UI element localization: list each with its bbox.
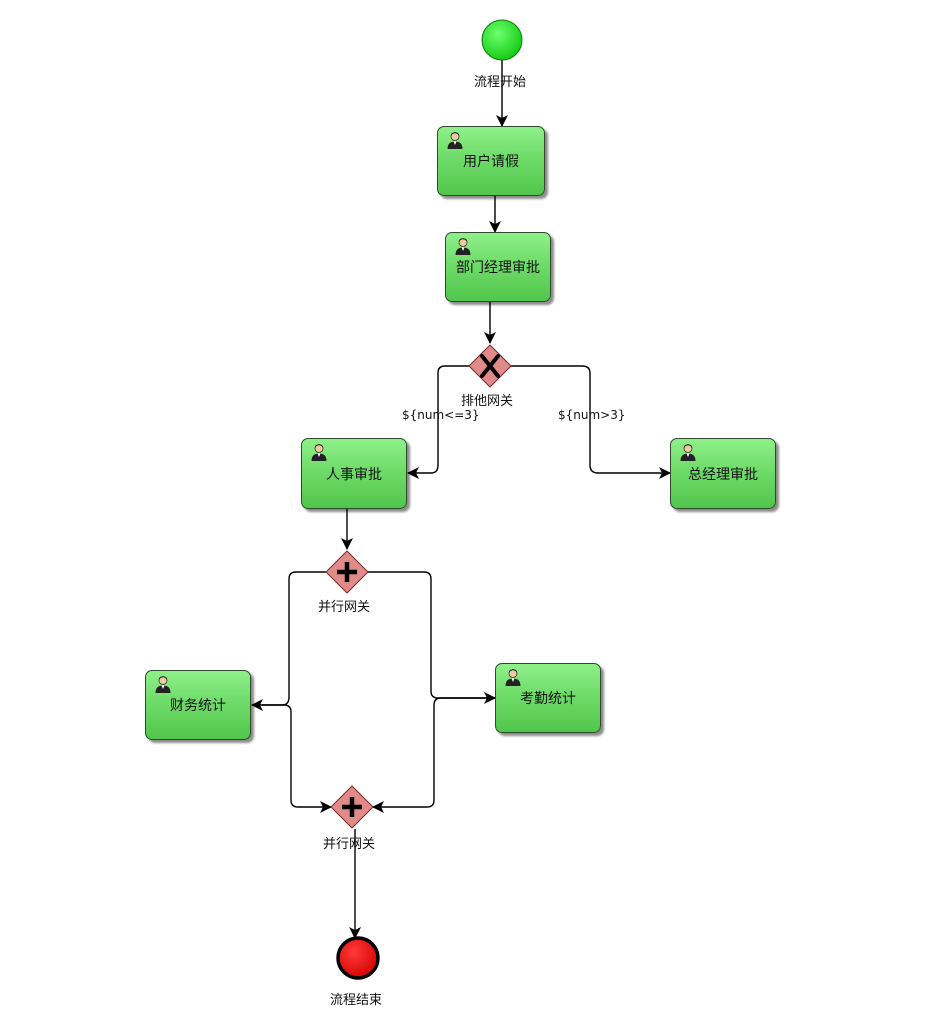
task-general-manager-approval[interactable]: 总经理审批: [670, 438, 776, 509]
parallel-split-gateway[interactable]: [325, 550, 369, 594]
user-icon: [155, 676, 171, 693]
task-finance-statistics[interactable]: 财务统计: [145, 670, 251, 740]
user-icon: [680, 444, 696, 461]
condition-label-hr: ${num<=3}: [402, 408, 480, 422]
task-label: 人事审批: [326, 466, 382, 483]
exclusive-gateway[interactable]: [468, 344, 512, 388]
task-label: 财务统计: [170, 698, 226, 714]
task-label: 考勤统计: [520, 691, 576, 707]
plus-icon: [342, 797, 362, 817]
flow-exclusive-to-gm: [510, 365, 671, 479]
flow-finance-to-join: [262, 704, 332, 813]
condition-label-gm: ${num>3}: [558, 408, 626, 422]
user-icon: [505, 669, 521, 686]
end-event-label: 流程结束: [330, 993, 383, 1008]
flow-split-to-attendance: [367, 571, 496, 704]
x-icon: [480, 354, 500, 378]
parallel-split-gateway-label: 并行网关: [318, 600, 371, 615]
user-icon: [447, 132, 463, 149]
start-event-label: 流程开始: [474, 75, 527, 90]
start-event[interactable]: [481, 19, 523, 61]
task-attendance-statistics[interactable]: 考勤统计: [495, 663, 601, 733]
plus-icon: [337, 562, 357, 582]
parallel-join-gateway-label: 并行网关: [323, 837, 376, 852]
user-icon: [455, 238, 471, 255]
end-event[interactable]: [336, 936, 380, 980]
task-dept-manager-approval[interactable]: 部门经理审批: [445, 232, 551, 302]
task-label: 部门经理审批: [456, 260, 540, 276]
task-label: 用户请假: [463, 154, 519, 170]
task-hr-approval[interactable]: 人事审批: [301, 438, 407, 509]
task-label: 总经理审批: [688, 466, 758, 483]
user-icon: [311, 444, 327, 461]
flow-attendance-to-join: [372, 697, 495, 813]
parallel-join-gateway[interactable]: [330, 785, 374, 829]
exclusive-gateway-label: 排他网关: [461, 394, 514, 409]
task-user-apply[interactable]: 用户请假: [437, 126, 545, 196]
flow-exclusive-to-hr: [407, 365, 470, 479]
flow-split-to-finance: [251, 571, 326, 711]
